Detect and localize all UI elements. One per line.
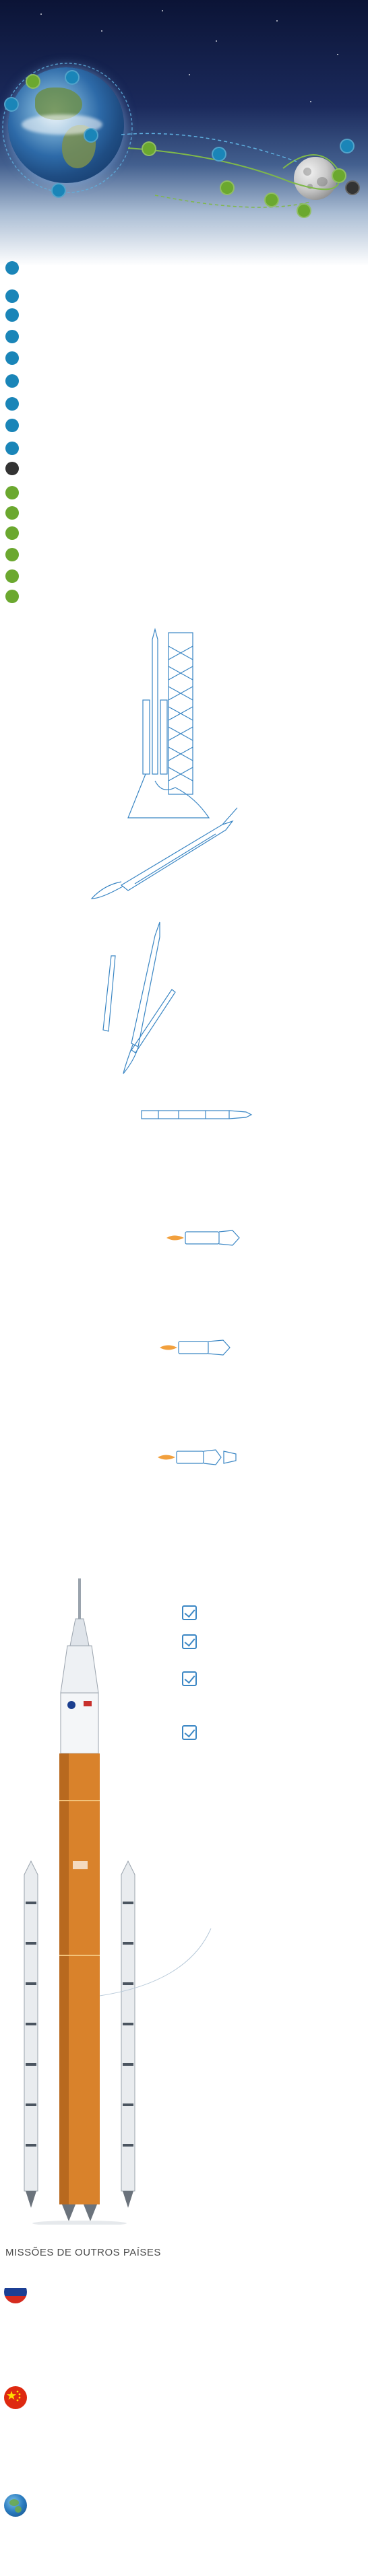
orbit-marker [65, 70, 80, 85]
launch-pad-illustration [127, 627, 210, 819]
orbit-marker [142, 141, 156, 156]
timeline-step-marker[interactable] [5, 486, 19, 499]
timeline-step-marker[interactable] [5, 442, 19, 455]
timeline-step-marker[interactable] [5, 330, 19, 343]
timeline-step-marker[interactable] [5, 526, 19, 540]
timeline-step-marker[interactable] [5, 569, 19, 583]
timeline-step-marker[interactable] [5, 351, 19, 365]
sls-rocket-illustration [24, 1578, 212, 2225]
orbit-marker [264, 193, 279, 207]
orion-separation-illustration [158, 1449, 237, 1465]
timeline-step-marker[interactable] [5, 462, 19, 475]
timeline-step-marker[interactable] [5, 308, 19, 322]
timeline-step-marker[interactable] [5, 506, 19, 520]
orbit-marker [340, 139, 355, 153]
timeline-step-marker[interactable] [5, 548, 19, 561]
timeline-step-marker[interactable] [5, 261, 19, 275]
check-icon [182, 1634, 197, 1649]
check-icon [182, 1725, 197, 1740]
orbit-marker [4, 97, 19, 112]
orbit-paths [2, 63, 340, 208]
orbit-marker [212, 147, 226, 162]
timeline-step-marker[interactable] [5, 590, 19, 603]
timeline-step-marker[interactable] [5, 419, 19, 432]
hero-illustration [0, 0, 368, 266]
timeline-step-marker[interactable] [5, 374, 19, 388]
orion-service-module-illustration [160, 1339, 231, 1356]
other-countries-title: MISSÕES DE OUTROS PAÍSES [5, 2247, 161, 2258]
rocket-ascent-illustration [90, 807, 238, 899]
china-flag-icon [4, 2386, 27, 2409]
check-icon [182, 1605, 197, 1620]
check-icon [182, 1671, 197, 1686]
orbit-marker [345, 180, 360, 195]
earth-illustration [8, 67, 124, 183]
globe-icon [4, 2494, 27, 2517]
moon-illustration [294, 157, 337, 200]
core-stage-illustration [141, 1110, 253, 1119]
timeline [0, 256, 27, 603]
orbit-marker [26, 74, 40, 89]
orbit-marker [332, 168, 346, 183]
orbit-marker [51, 183, 66, 198]
upper-stage-burn-illustration [166, 1230, 240, 1246]
russia-flag-icon [4, 2281, 27, 2303]
orbit-marker [297, 203, 311, 218]
booster-separation-illustration [102, 921, 176, 1074]
timeline-step-marker[interactable] [5, 397, 19, 411]
orbit-marker [220, 180, 235, 195]
orbit-marker [84, 128, 98, 143]
timeline-step-marker[interactable] [5, 289, 19, 303]
